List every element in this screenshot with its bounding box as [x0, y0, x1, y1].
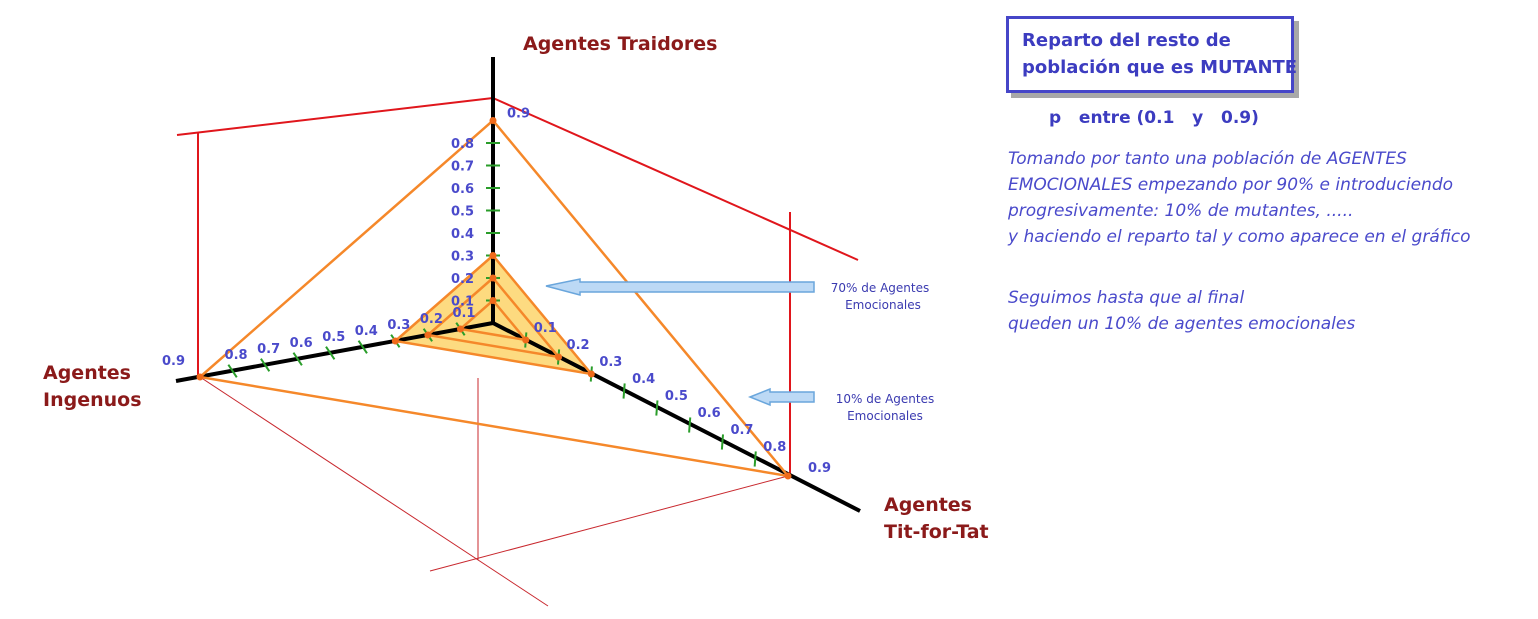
param-range-text: p entre (0.1 y 0.9) — [1049, 108, 1259, 128]
arrow-10-percent: 10% de Agentes Emocionales — [747, 387, 934, 423]
tick-label-traidores: 0.2 — [451, 272, 474, 287]
arrow-70-shape — [545, 278, 815, 296]
axis-title-ingenuos-line2: Ingenuos — [43, 389, 142, 411]
tick-mark — [720, 434, 725, 450]
guide-lines — [176, 97, 859, 607]
tick-label-ingenuos: 0.6 — [290, 336, 313, 351]
axis-title-titfortat-line2: Tit-for-Tat — [884, 521, 989, 543]
tick-label-titfortat: 0.6 — [698, 406, 721, 421]
tick-label-titfortat: 0.7 — [730, 423, 753, 438]
triangle-outline — [197, 118, 792, 478]
tick-label-traidores: 0.1 — [451, 295, 474, 310]
info-title-box: Reparto del resto de población que es MU… — [1006, 16, 1298, 93]
tick-label-titfortat: 0.5 — [665, 389, 688, 404]
tick-mark — [260, 358, 271, 372]
tick-label-titfortat: 0.1 — [534, 321, 557, 336]
description-paragraph-1: Tomando por tanto una población de AGENT… — [1008, 146, 1470, 250]
triangle-outline — [457, 298, 529, 342]
arrow-70-label-line1: 70% de Agentes — [831, 281, 929, 295]
axis-title-titfortat-line1: Agentes — [884, 494, 972, 516]
tick-mark — [753, 451, 757, 467]
axis-line-ingenuos — [175, 321, 494, 383]
tick-label-ingenuos: 0.2 — [420, 312, 443, 327]
vertex-point — [456, 325, 464, 333]
tick-label-ingenuos: 0.1 — [452, 306, 475, 321]
tick-label-traidores: 0.7 — [451, 160, 474, 175]
arrow-10-shape — [747, 387, 815, 407]
tick-label-titfortat: 0.8 — [763, 440, 786, 455]
tick-label-traidores: 0.4 — [451, 227, 474, 242]
description-line: Tomando por tanto una población de AGENT… — [1008, 149, 1407, 169]
arrow-10-label-line1: 10% de Agentes — [836, 392, 934, 406]
triangle-outline — [425, 276, 562, 359]
arrow-70-percent: 70% de Agentes Emocionales — [545, 278, 929, 312]
tick-label-ingenuos: 0.3 — [387, 318, 410, 333]
vertex-point — [489, 117, 497, 124]
guide-line-top-left — [176, 97, 494, 136]
triangle-outlines — [197, 118, 792, 478]
arrow-70-label-line2: Emocionales — [845, 298, 921, 312]
tick-label-ingenuos: 0.9 — [162, 354, 185, 369]
tick-label-ingenuos: 0.5 — [322, 330, 345, 345]
axis-title-traidores: Agentes Traidores — [523, 33, 717, 55]
tick-mark — [688, 417, 692, 433]
vertex-point — [424, 331, 432, 339]
description-line: EMOCIONALES empezando por 90% e introduc… — [1008, 175, 1454, 195]
tick-mark — [655, 400, 659, 416]
description-line: progresivamente: 10% de mutantes, ..... — [1008, 201, 1354, 221]
guide-line-top-right — [492, 97, 859, 261]
vertex-point — [587, 370, 595, 378]
description-line: queden un 10% de agentes emocionales — [1008, 314, 1356, 334]
tick-label-titfortat: 0.3 — [599, 355, 622, 370]
thin-guide-line — [199, 376, 549, 607]
axis-line-titfortat — [492, 321, 861, 513]
description-line: y haciendo el reparto tal y como aparece… — [1008, 227, 1471, 247]
tick-label-traidores: 0.3 — [451, 250, 474, 265]
vertex-point — [489, 297, 497, 304]
tick-label-traidores: 0.5 — [451, 205, 474, 220]
vertex-point — [522, 336, 530, 344]
tick-label-titfortat: 0.4 — [632, 372, 655, 387]
tick-label-ingenuos: 0.4 — [355, 324, 378, 339]
tick-label-ingenuos: 0.8 — [225, 348, 248, 363]
vertex-point — [391, 337, 399, 345]
info-title-line1: Reparto del resto de — [1022, 30, 1231, 51]
axis-title-ingenuos-line1: Agentes — [43, 362, 131, 384]
description-paragraph-2: Seguimos hasta que al final queden un 10… — [1008, 285, 1355, 337]
vertex-point — [555, 353, 563, 361]
vertex-point — [196, 373, 204, 381]
tick-mark — [325, 346, 336, 360]
tick-label-titfortat: 0.2 — [567, 338, 590, 353]
tick-mark — [227, 364, 238, 378]
thin-guide-line — [429, 475, 789, 572]
tick-mark — [357, 340, 368, 354]
description-line: Seguimos hasta que al final — [1008, 288, 1245, 308]
triangle-outline — [392, 253, 595, 376]
vertex-points — [196, 117, 792, 480]
vertex-point — [784, 472, 792, 480]
info-title-line2: población que es MUTANTE — [1022, 57, 1298, 78]
tick-mark — [622, 383, 626, 399]
tick-label-traidores: 0.6 — [451, 182, 474, 197]
tick-label-traidores: 0.8 — [451, 137, 474, 152]
tick-label-traidores: 0.9 — [507, 107, 530, 122]
tick-label-titfortat: 0.9 — [808, 461, 831, 476]
tick-label-ingenuos: 0.7 — [257, 342, 280, 357]
vertex-point — [489, 274, 497, 282]
tick-mark — [292, 352, 303, 366]
arrow-10-label-line2: Emocionales — [847, 409, 923, 423]
vertex-point — [489, 252, 497, 259]
